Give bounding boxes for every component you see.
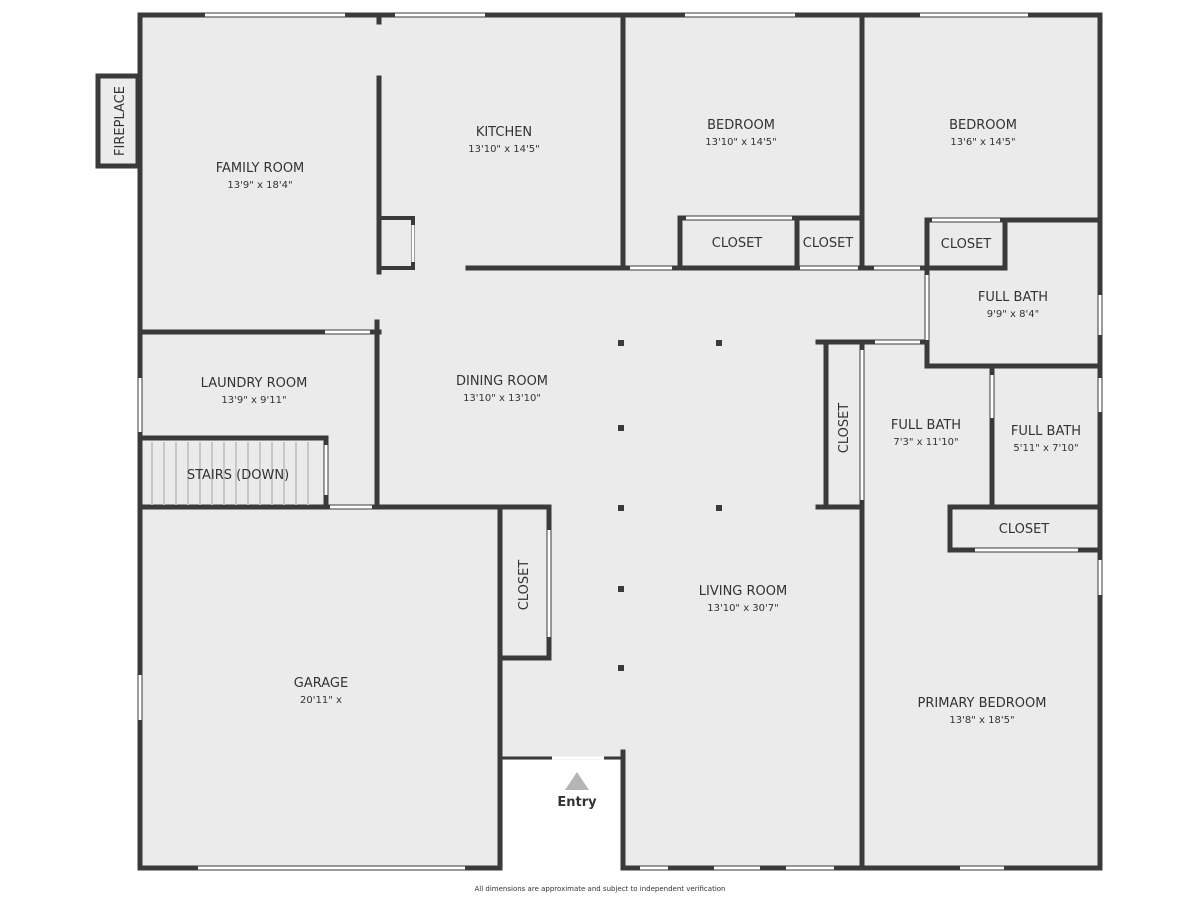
laundry-room-dim: 13'9" x 9'11" (221, 395, 286, 406)
primary-bedroom-name: PRIMARY BEDROOM (918, 696, 1047, 711)
footer-disclaimer: All dimensions are approximate and subje… (474, 885, 726, 893)
living-room-dim: 13'10" x 30'7" (707, 603, 779, 614)
closet-6-name: CLOSET (999, 522, 1050, 537)
entry-area (503, 760, 621, 875)
garage-name: GARAGE (294, 676, 348, 691)
living-room-name: LIVING ROOM (699, 584, 787, 599)
bedroom-1-name: BEDROOM (707, 118, 775, 133)
closet-1-name: CLOSET (712, 236, 763, 251)
dining-room-dim: 13'10" x 13'10" (463, 393, 541, 404)
room-labels: FAMILY ROOM 13'9" x 18'4" KITCHEN 13'10"… (187, 118, 1081, 726)
full-bath-2-dim: 7'3" x 11'10" (893, 437, 958, 448)
primary-bedroom-dim: 13'8" x 18'5" (949, 715, 1014, 726)
fireplace-label: FIREPLACE (113, 86, 128, 156)
laundry-room-name: LAUNDRY ROOM (201, 376, 308, 391)
bedroom-2-name: BEDROOM (949, 118, 1017, 133)
family-room-dim: 13'9" x 18'4" (227, 180, 292, 191)
stairs-treads (151, 442, 309, 505)
closet-2-name: CLOSET (803, 236, 854, 251)
post (618, 505, 624, 511)
kitchen-dim: 13'10" x 14'5" (468, 144, 540, 155)
full-bath-1-name: FULL BATH (978, 290, 1048, 305)
closet-5-name: CLOSET (517, 560, 532, 611)
full-bath-1-dim: 9'9" x 8'4" (987, 309, 1039, 320)
posts (618, 340, 722, 671)
post (618, 425, 624, 431)
house-floor (140, 15, 1100, 868)
family-room-name: FAMILY ROOM (216, 161, 305, 176)
bedroom-2-dim: 13'6" x 14'5" (950, 137, 1015, 148)
post (618, 665, 624, 671)
entry-arrow-icon (565, 772, 589, 790)
post (618, 340, 624, 346)
entry-marker: Entry (557, 772, 597, 810)
full-bath-3-name: FULL BATH (1011, 424, 1081, 439)
kitchen-name: KITCHEN (476, 125, 532, 140)
fireplace-box (95, 73, 141, 169)
full-bath-2-name: FULL BATH (891, 418, 961, 433)
closet-3-name: CLOSET (941, 237, 992, 252)
closet-4-name: CLOSET (837, 403, 852, 454)
post (716, 505, 722, 511)
dining-room-name: DINING ROOM (456, 374, 548, 389)
entry-label: Entry (557, 795, 597, 810)
bedroom-1-dim: 13'10" x 14'5" (705, 137, 777, 148)
windows (138, 13, 1102, 870)
stairs-name: STAIRS (DOWN) (187, 468, 289, 483)
fireplace: FIREPLACE (95, 73, 141, 169)
garage-dim: 20'11" x (300, 695, 342, 706)
floor-areas (140, 15, 1100, 875)
full-bath-3-dim: 5'11" x 7'10" (1013, 443, 1078, 454)
post (716, 340, 722, 346)
post (618, 586, 624, 592)
